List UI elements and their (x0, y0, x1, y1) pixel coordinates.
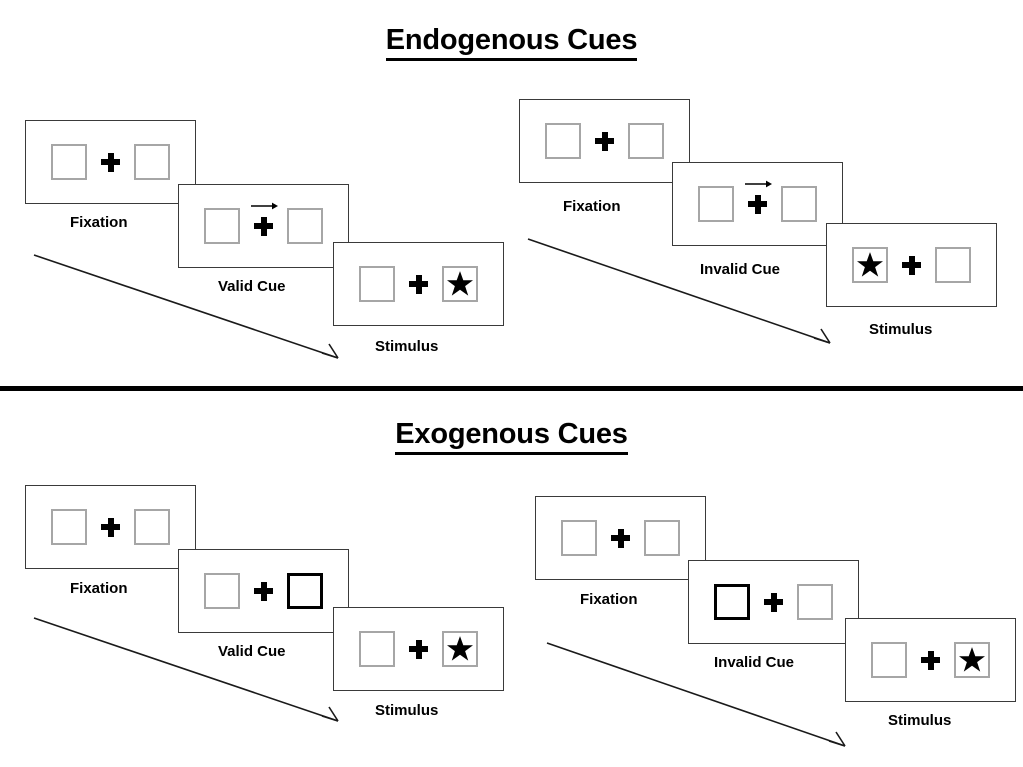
panel-content (334, 243, 503, 325)
fixation-cross-wrap (251, 202, 278, 236)
arrow-right-icon (251, 202, 278, 209)
star-icon (447, 636, 473, 661)
star-icon (857, 252, 883, 277)
plus-cross-icon (409, 274, 428, 294)
target-square-left (852, 247, 888, 283)
time-flow-arrow-endogenous-valid (33, 254, 339, 359)
section-title-endogenous: Endogenous Cues (0, 24, 1023, 61)
placeholder-square-right (644, 520, 680, 556)
plus-cross-icon (902, 255, 921, 275)
plus-cross-icon (101, 517, 120, 537)
panel-endogenous-invalid-fixation (519, 99, 690, 183)
panel-exogenous-invalid-stimulus (845, 618, 1016, 702)
caption-endogenous-invalid-fixation: Fixation (563, 198, 621, 215)
fixation-cross-wrap (764, 592, 783, 612)
panel-endogenous-valid-fixation (25, 120, 196, 204)
placeholder-square-left (204, 573, 240, 609)
caption-endogenous-invalid-cue: Invalid Cue (700, 261, 781, 278)
fixation-cross-wrap (254, 581, 273, 601)
plus-cross-icon (409, 639, 428, 659)
caption-exogenous-invalid-fixation: Fixation (580, 591, 638, 608)
caption-exogenous-valid-cue: Valid Cue (218, 643, 286, 660)
plus-cross-icon (595, 131, 614, 151)
fixation-cross-wrap (101, 152, 120, 172)
placeholder-square-left (204, 208, 240, 244)
panel-exogenous-valid-stimulus (333, 607, 504, 691)
plus-cross-icon (254, 581, 273, 601)
star-icon (447, 271, 473, 296)
panel-exogenous-valid-cue (178, 549, 349, 633)
panel-exogenous-invalid-fixation (535, 496, 706, 580)
placeholder-square-left (51, 509, 87, 545)
panel-content (846, 619, 1015, 701)
plus-cross-icon (764, 592, 783, 612)
cued-square-right (287, 573, 323, 609)
placeholder-square-right (797, 584, 833, 620)
placeholder-square-right (287, 208, 323, 244)
caption-endogenous-valid-cue: Valid Cue (218, 278, 286, 295)
placeholder-square-right (628, 123, 664, 159)
placeholder-square-left (545, 123, 581, 159)
time-flow-arrow-exogenous-invalid (546, 642, 846, 747)
panel-content (536, 497, 705, 579)
fixation-cross-wrap (902, 255, 921, 275)
placeholder-square-left (359, 266, 395, 302)
placeholder-square-left (561, 520, 597, 556)
panel-content (689, 561, 858, 643)
placeholder-square-right (781, 186, 817, 222)
panel-content (179, 185, 348, 267)
section-title-endogenous-text: Endogenous Cues (385, 24, 637, 61)
placeholder-square-right (134, 509, 170, 545)
plus-cross-icon (254, 216, 273, 236)
fixation-cross-wrap (745, 180, 772, 214)
caption-endogenous-valid-stimulus: Stimulus (375, 338, 439, 355)
caption-endogenous-invalid-stimulus: Stimulus (869, 321, 933, 338)
placeholder-square-right (935, 247, 971, 283)
panel-content (334, 608, 503, 690)
target-square-right (442, 266, 478, 302)
placeholder-square-left (359, 631, 395, 667)
placeholder-square-left (51, 144, 87, 180)
target-square-right (442, 631, 478, 667)
caption-exogenous-invalid-cue: Invalid Cue (714, 654, 795, 671)
target-square-right (954, 642, 990, 678)
panel-endogenous-valid-stimulus (333, 242, 504, 326)
caption-exogenous-valid-stimulus: Stimulus (375, 702, 439, 719)
placeholder-square-left (698, 186, 734, 222)
panel-exogenous-valid-fixation (25, 485, 196, 569)
plus-cross-icon (921, 650, 940, 670)
panel-endogenous-valid-cue (178, 184, 349, 268)
caption-endogenous-valid-fixation: Fixation (70, 214, 128, 231)
panel-content (520, 100, 689, 182)
plus-cross-icon (101, 152, 120, 172)
time-flow-arrow-endogenous-invalid (527, 238, 831, 344)
time-flow-arrow-exogenous-valid (33, 617, 339, 722)
panel-endogenous-invalid-stimulus (826, 223, 997, 307)
section-title-exogenous: Exogenous Cues (0, 418, 1023, 455)
plus-cross-icon (748, 194, 767, 214)
placeholder-square-left (871, 642, 907, 678)
fixation-cross-wrap (595, 131, 614, 151)
star-icon (959, 647, 985, 672)
panel-exogenous-invalid-cue (688, 560, 859, 644)
panel-endogenous-invalid-cue (672, 162, 843, 246)
fixation-cross-wrap (101, 517, 120, 537)
panel-content (26, 486, 195, 568)
panel-content (26, 121, 195, 203)
cued-square-left (714, 584, 750, 620)
arrow-right-icon (745, 180, 772, 187)
panel-content (827, 224, 996, 306)
caption-exogenous-invalid-stimulus: Stimulus (888, 712, 952, 729)
panel-content (673, 163, 842, 245)
fixation-cross-wrap (921, 650, 940, 670)
plus-cross-icon (611, 528, 630, 548)
panel-content (179, 550, 348, 632)
fixation-cross-wrap (409, 639, 428, 659)
section-title-exogenous-text: Exogenous Cues (395, 418, 628, 455)
fixation-cross-wrap (409, 274, 428, 294)
fixation-cross-wrap (611, 528, 630, 548)
placeholder-square-right (134, 144, 170, 180)
section-divider (0, 386, 1023, 391)
caption-exogenous-valid-fixation: Fixation (70, 580, 128, 597)
